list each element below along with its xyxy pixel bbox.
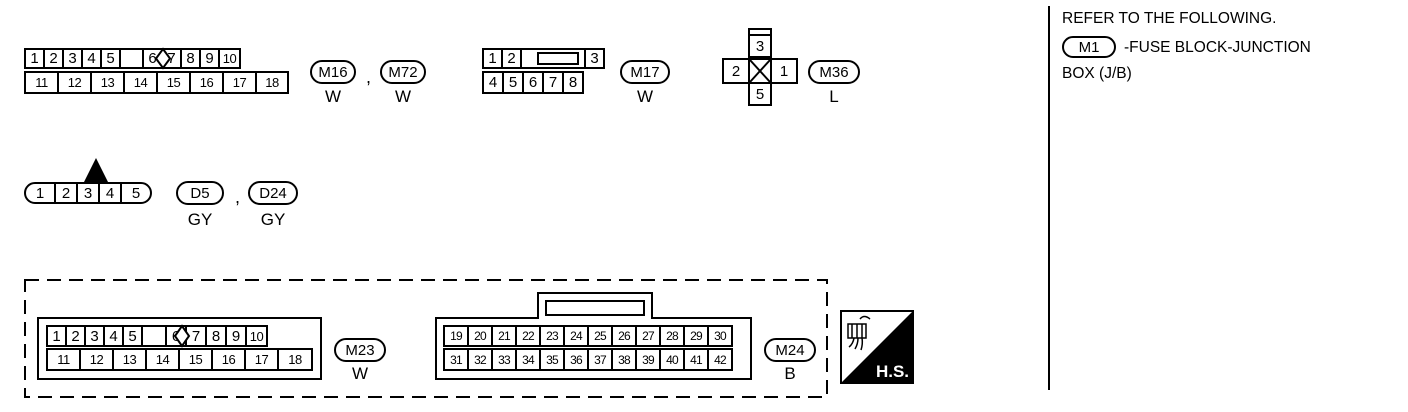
connector-id-badge: M24 (764, 338, 816, 362)
pin-cell: 41 (683, 348, 709, 371)
pin-cell: 3 (748, 34, 772, 58)
connector-harness-icon (847, 315, 871, 351)
pin-cell: 33 (491, 348, 517, 371)
pin-cell: 18 (255, 71, 289, 94)
pin-cell: 13 (112, 348, 147, 371)
notes-line-fuse-block: -FUSE BLOCK-JUNCTION (1124, 39, 1311, 56)
pin-cell: 1 (770, 58, 798, 84)
pin-cell: 11 (24, 71, 59, 94)
note-connector-badge: M1 (1062, 36, 1116, 58)
connector-id-badge: M23 (334, 338, 386, 362)
connector-housing (37, 317, 322, 380)
wire-color-label: B (784, 364, 796, 383)
pin-cell: 31 (443, 348, 469, 371)
pin-cell: 2 (501, 48, 522, 69)
pin-cell: 1 (24, 182, 56, 204)
wire-color-label: W (394, 87, 412, 106)
notes-line-refer: REFER TO THE FOLLOWING. (1062, 10, 1277, 27)
key-slot (537, 52, 579, 65)
pin-cell: 37 (587, 348, 613, 371)
pin-cell: 8 (562, 71, 584, 94)
pin-cell: 2 (722, 58, 750, 84)
pin-cell: 10 (218, 48, 241, 69)
pin-cell: 9 (199, 48, 220, 69)
pin-cell: 16 (211, 348, 246, 371)
connector-id-badge: M16 (310, 60, 356, 84)
connector-id-badge: M36 (808, 60, 860, 84)
wire-color-label: L (829, 87, 839, 106)
dashed-group-border (24, 279, 828, 398)
connector-housing (435, 292, 752, 380)
pin-cell: 17 (244, 348, 279, 371)
pin-cell: 18 (277, 348, 313, 371)
pin-cell: 36 (563, 348, 589, 371)
harness-side-label: H.S. (875, 362, 909, 381)
pin-cell: 7 (542, 71, 564, 94)
pin-cell: 34 (515, 348, 541, 371)
pin-cell: 17 (222, 71, 257, 94)
key-diamond (173, 324, 191, 348)
connector-id-badge: M17 (620, 60, 670, 84)
pin-cell: 38 (611, 348, 637, 371)
pin-cell: 19 (443, 325, 469, 347)
pin-cell: 5 (120, 182, 152, 204)
separator: , (235, 187, 241, 207)
pin-cell: 5 (122, 325, 143, 347)
pin-cell: 30 (707, 325, 733, 347)
connector-id-badge: D5 (176, 181, 224, 205)
wire-color-label: GY (260, 210, 286, 229)
connector-id-badge: D24 (248, 181, 298, 205)
wire-color-label: GY (187, 210, 213, 229)
wire-color-label: W (351, 364, 369, 383)
pin-cell: 25 (587, 325, 613, 347)
pin-cell: 28 (659, 325, 685, 347)
cross-mark (749, 59, 771, 83)
pin-cell: 23 (539, 325, 565, 347)
wire-color-label: W (324, 87, 342, 106)
lock-triangle (84, 158, 108, 182)
pin-cell: 3 (584, 48, 605, 69)
harness-side-badge: H.S. (840, 310, 914, 384)
notes-line-box: BOX (J/B) (1062, 65, 1132, 82)
latch-slot (545, 300, 645, 316)
pin-cell: 10 (245, 325, 268, 347)
pin-cell: 15 (156, 71, 191, 94)
pin-cell: 42 (707, 348, 733, 371)
pin-cell: 4 (482, 71, 504, 94)
separator: , (366, 67, 372, 87)
pin-cell: 15 (178, 348, 213, 371)
connector-id-badge: M72 (380, 60, 426, 84)
pin-cell: 39 (635, 348, 661, 371)
pin-cell: 5 (748, 82, 772, 106)
wire-color-label: W (636, 87, 654, 106)
key-diamond (154, 47, 172, 70)
